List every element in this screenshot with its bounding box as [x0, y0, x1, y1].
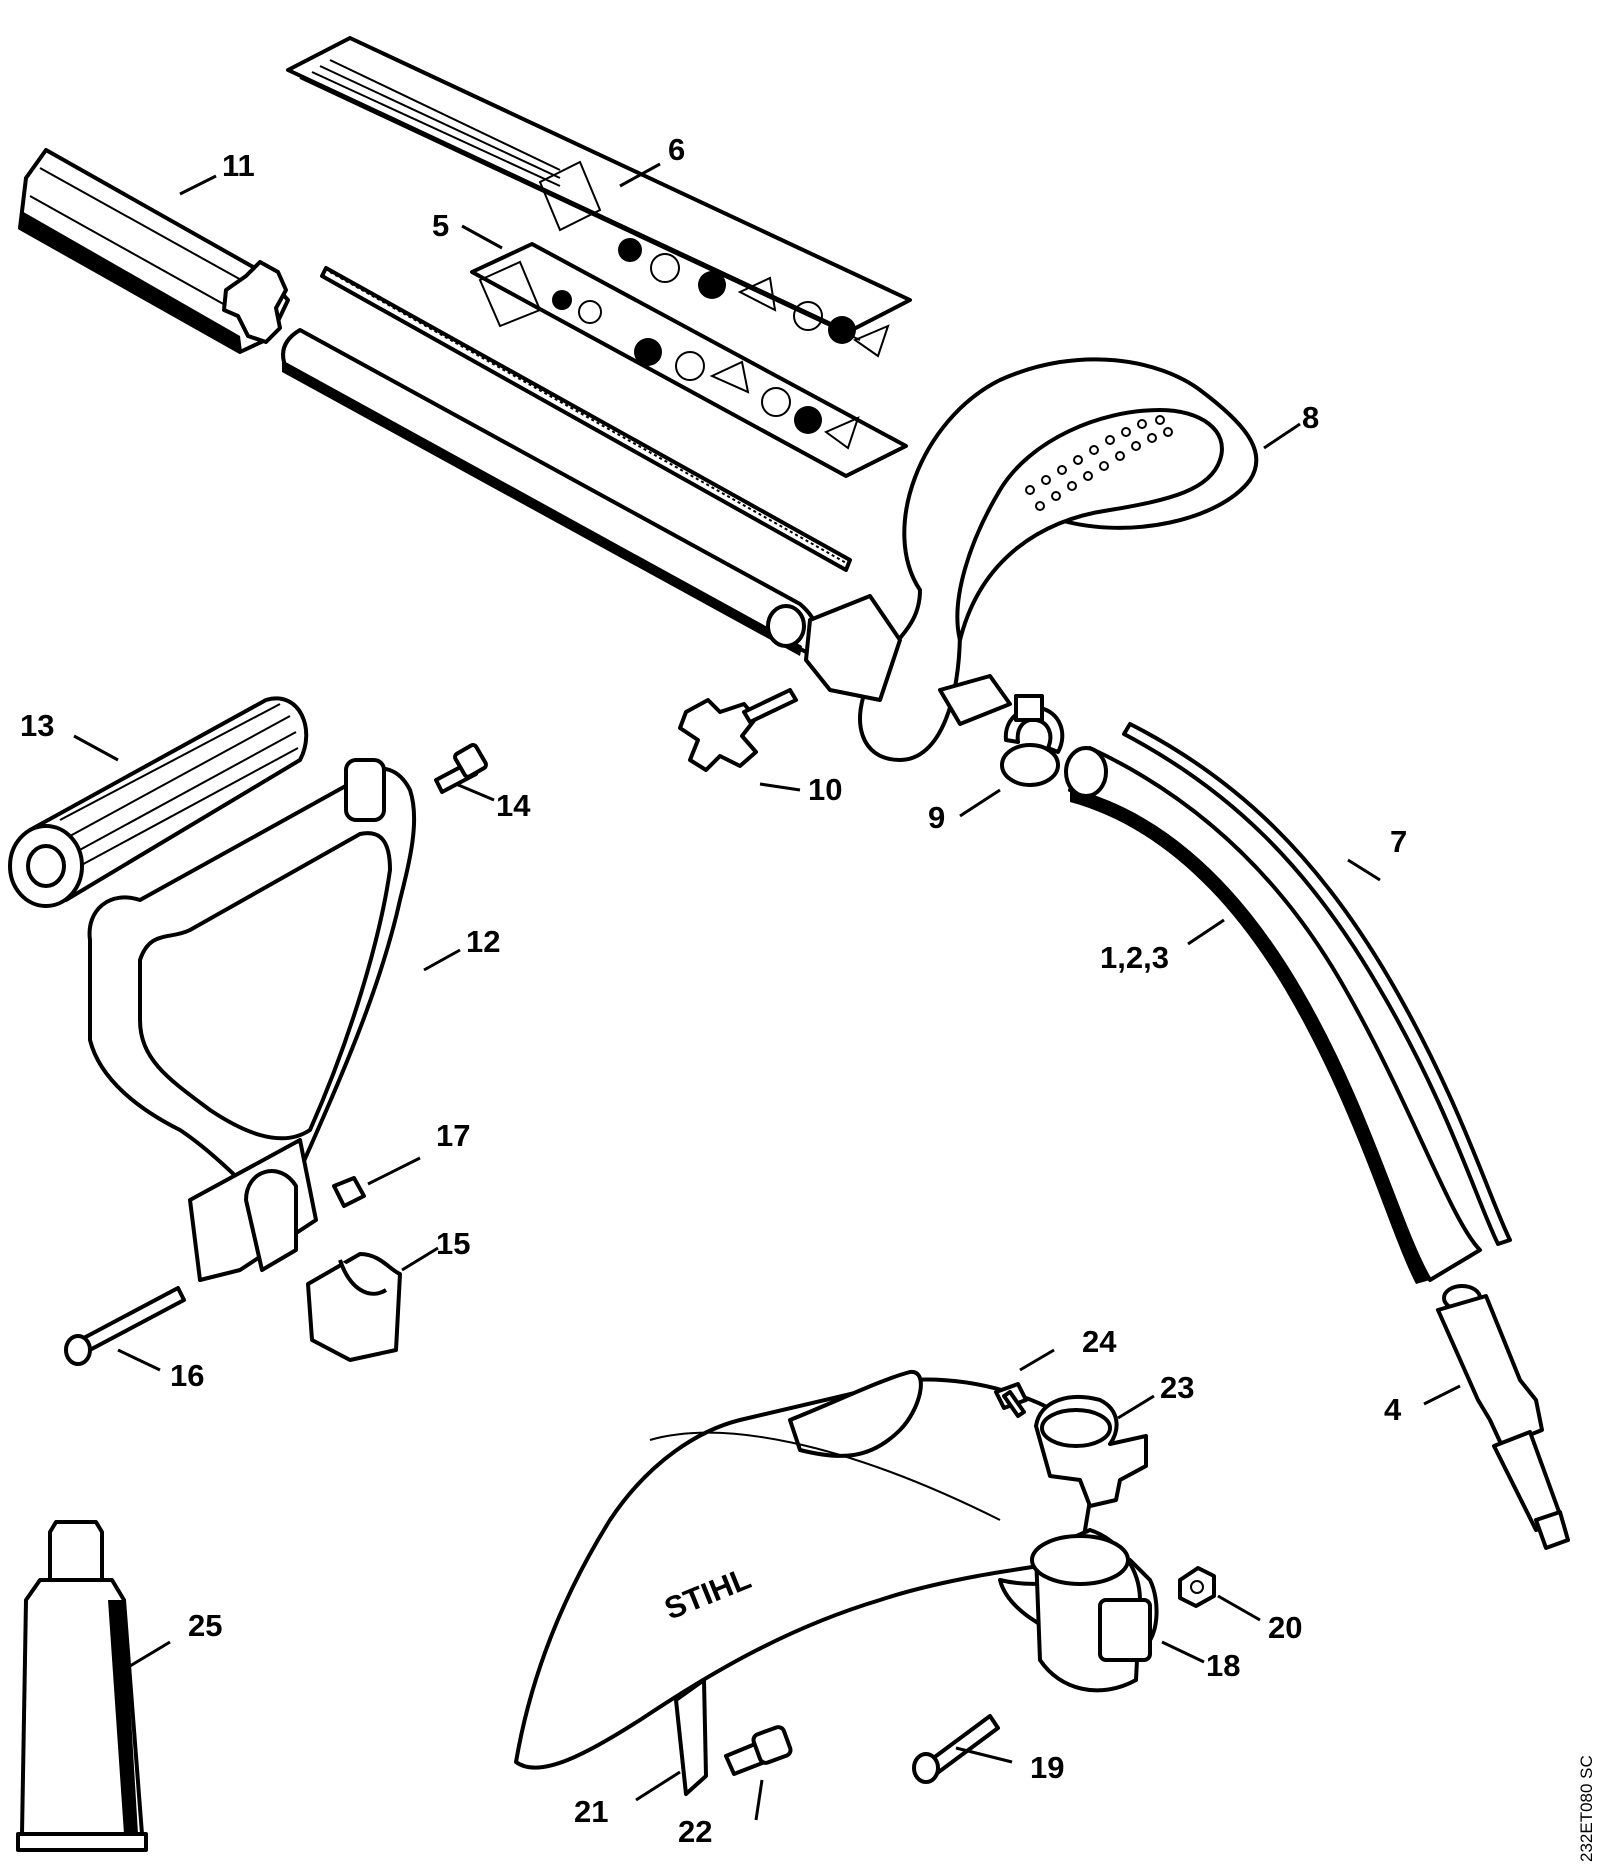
part-screw-14 — [434, 743, 488, 794]
part-screw-24 — [994, 1382, 1028, 1418]
callout-14: 14 — [496, 788, 531, 823]
callout-1-2-3: 1,2,3 — [1100, 940, 1169, 975]
callout-6: 6 — [668, 132, 685, 167]
part-d-handle — [87, 758, 417, 1282]
callout-4: 4 — [1384, 1392, 1402, 1427]
callout-24: 24 — [1082, 1324, 1117, 1359]
callout-9: 9 — [928, 800, 945, 835]
part-clamp-block — [306, 1252, 402, 1362]
callout-8: 8 — [1302, 400, 1319, 435]
part-nut — [1178, 1566, 1216, 1608]
part-screw-16 — [64, 1286, 186, 1366]
part-screw-19 — [912, 1714, 1000, 1784]
part-loop-handle — [804, 357, 1259, 762]
part-deflector-guard: STIHL — [514, 1370, 1159, 1770]
part-shaft-tube-curved — [1064, 746, 1482, 1284]
part-square-nut — [332, 1176, 366, 1208]
part-grip — [8, 696, 309, 908]
callout-5: 5 — [432, 208, 449, 243]
drawing-code: 232ET080 SC — [1577, 1755, 1596, 1862]
part-line-limiter-blade — [674, 1678, 708, 1796]
part-label-decal-small — [470, 242, 908, 478]
callout-22: 22 — [678, 1814, 712, 1849]
callout-11: 11 — [222, 148, 255, 183]
callout-17: 17 — [436, 1118, 470, 1153]
callout-18: 18 — [1206, 1648, 1240, 1683]
callout-23: 23 — [1160, 1370, 1194, 1405]
part-star-knob — [678, 688, 798, 772]
callout-15: 15 — [436, 1226, 470, 1261]
part-drive-shaft-upper — [320, 266, 852, 572]
callout-7: 7 — [1390, 824, 1407, 859]
part-clamp-23 — [1034, 1395, 1148, 1508]
callout-10: 10 — [808, 772, 842, 807]
callout-12: 12 — [466, 924, 500, 959]
part-label-decal-large — [286, 36, 912, 358]
callout-21: 21 — [574, 1794, 608, 1829]
callout-20: 20 — [1268, 1610, 1302, 1645]
callout-25: 25 — [188, 1608, 222, 1643]
part-shaft-coupling — [1436, 1284, 1570, 1550]
callout-19: 19 — [1030, 1750, 1064, 1785]
callout-13: 13 — [20, 708, 54, 743]
callout-16: 16 — [170, 1358, 204, 1393]
part-grease-tube — [16, 1520, 148, 1852]
leader-lines — [73, 162, 1461, 1821]
part-screw-22 — [724, 1725, 793, 1776]
part-drive-shaft-lower — [1122, 722, 1512, 1246]
part-drive-sleeve — [18, 148, 290, 354]
part-hose-clamp-9 — [1000, 694, 1065, 787]
handle-grip-dots — [1025, 415, 1173, 511]
